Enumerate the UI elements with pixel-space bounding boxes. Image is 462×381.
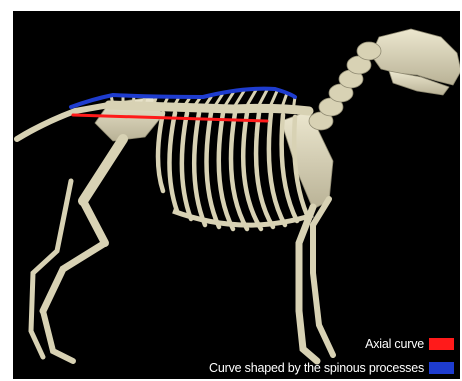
diagram-canvas: Axial curve Curve shaped by the spinous … (13, 11, 460, 379)
legend-spinous-label: Curve shaped by the spinous processes (209, 361, 424, 375)
legend-spinous-swatch (429, 362, 454, 374)
legend-axial-label: Axial curve (365, 337, 424, 351)
legend-spinous: Curve shaped by the spinous processes (209, 361, 454, 375)
legend-axial: Axial curve (365, 337, 454, 351)
skeleton-illustration (13, 11, 460, 379)
tail (17, 105, 109, 139)
spine (109, 105, 309, 111)
legend-axial-swatch (429, 338, 454, 350)
